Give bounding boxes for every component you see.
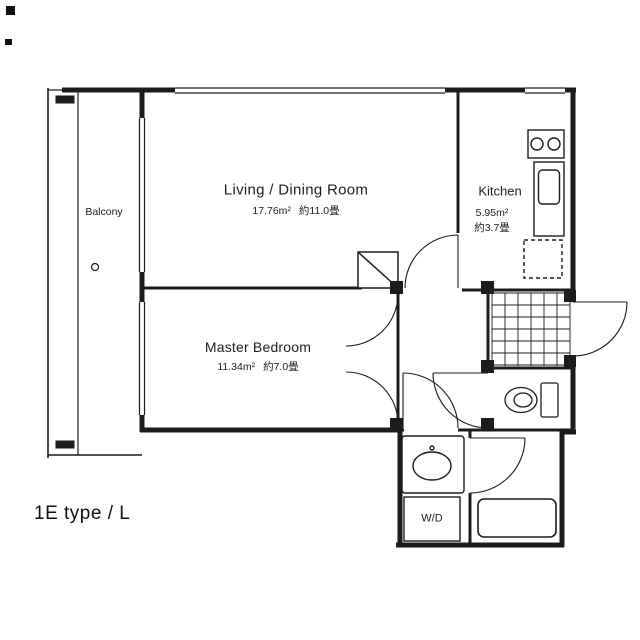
bedroom-area-m2: 11.34m² — [217, 360, 256, 373]
living-room-area: 17.76m² 約11.0畳 — [252, 206, 339, 217]
kitchen-sink-icon — [533, 161, 565, 237]
window-lines — [138, 87, 565, 415]
washer-dryer-box — [403, 496, 461, 542]
scan-artifact-marks — [5, 6, 15, 45]
washroom-door — [402, 372, 459, 429]
living-area-m2: 17.76m² — [252, 204, 291, 217]
bedroom-area-jo: 約7.0畳 — [263, 360, 299, 373]
bathtub-icon — [477, 498, 557, 538]
exterior-walls — [62, 87, 576, 548]
structural-columns — [390, 281, 576, 431]
kitchen-area-jo: 約3.7畳 — [474, 221, 510, 234]
kitchen-area-m2: 5.95m² — [475, 206, 509, 219]
vanity-sink-icon — [401, 435, 465, 494]
stove-icon — [527, 129, 565, 159]
bedroom-double-doors — [345, 293, 399, 425]
kitchen-top-window — [525, 87, 565, 94]
kitchen-fixtures — [523, 129, 565, 279]
balcony-divider-bottom — [55, 440, 75, 449]
refrigerator-space-outline — [523, 239, 563, 279]
living-hall-door — [404, 234, 459, 289]
entry-door — [572, 301, 628, 357]
kitchen-label: Kitchen — [478, 183, 522, 199]
balcony-drain — [90, 262, 100, 272]
balcony-divider-top — [55, 95, 75, 104]
living-room-label: Living / Dining Room — [223, 181, 369, 199]
interior-walls — [142, 90, 573, 545]
plan-type-title: 1E type / L — [34, 503, 131, 524]
bath-door — [469, 437, 526, 494]
living-balcony-window — [138, 118, 146, 272]
balcony-outline — [47, 88, 142, 458]
balcony-label: Balcony — [85, 205, 123, 218]
master-bedroom-label: Master Bedroom — [204, 339, 312, 355]
living-area-jo: 約11.0畳 — [298, 204, 340, 217]
bedroom-balcony-window — [138, 302, 146, 415]
living-top-window — [175, 87, 445, 94]
entrance-tile-grid — [491, 292, 571, 366]
washer-dryer-label: W/D — [421, 512, 443, 525]
toilet-door — [432, 372, 489, 429]
master-bedroom-area: 11.34m² 約7.0畳 — [217, 362, 298, 373]
washroom-fixtures — [401, 435, 465, 542]
toilet-icon — [504, 382, 559, 418]
duct-box — [357, 251, 399, 289]
door-swings — [345, 234, 628, 494]
